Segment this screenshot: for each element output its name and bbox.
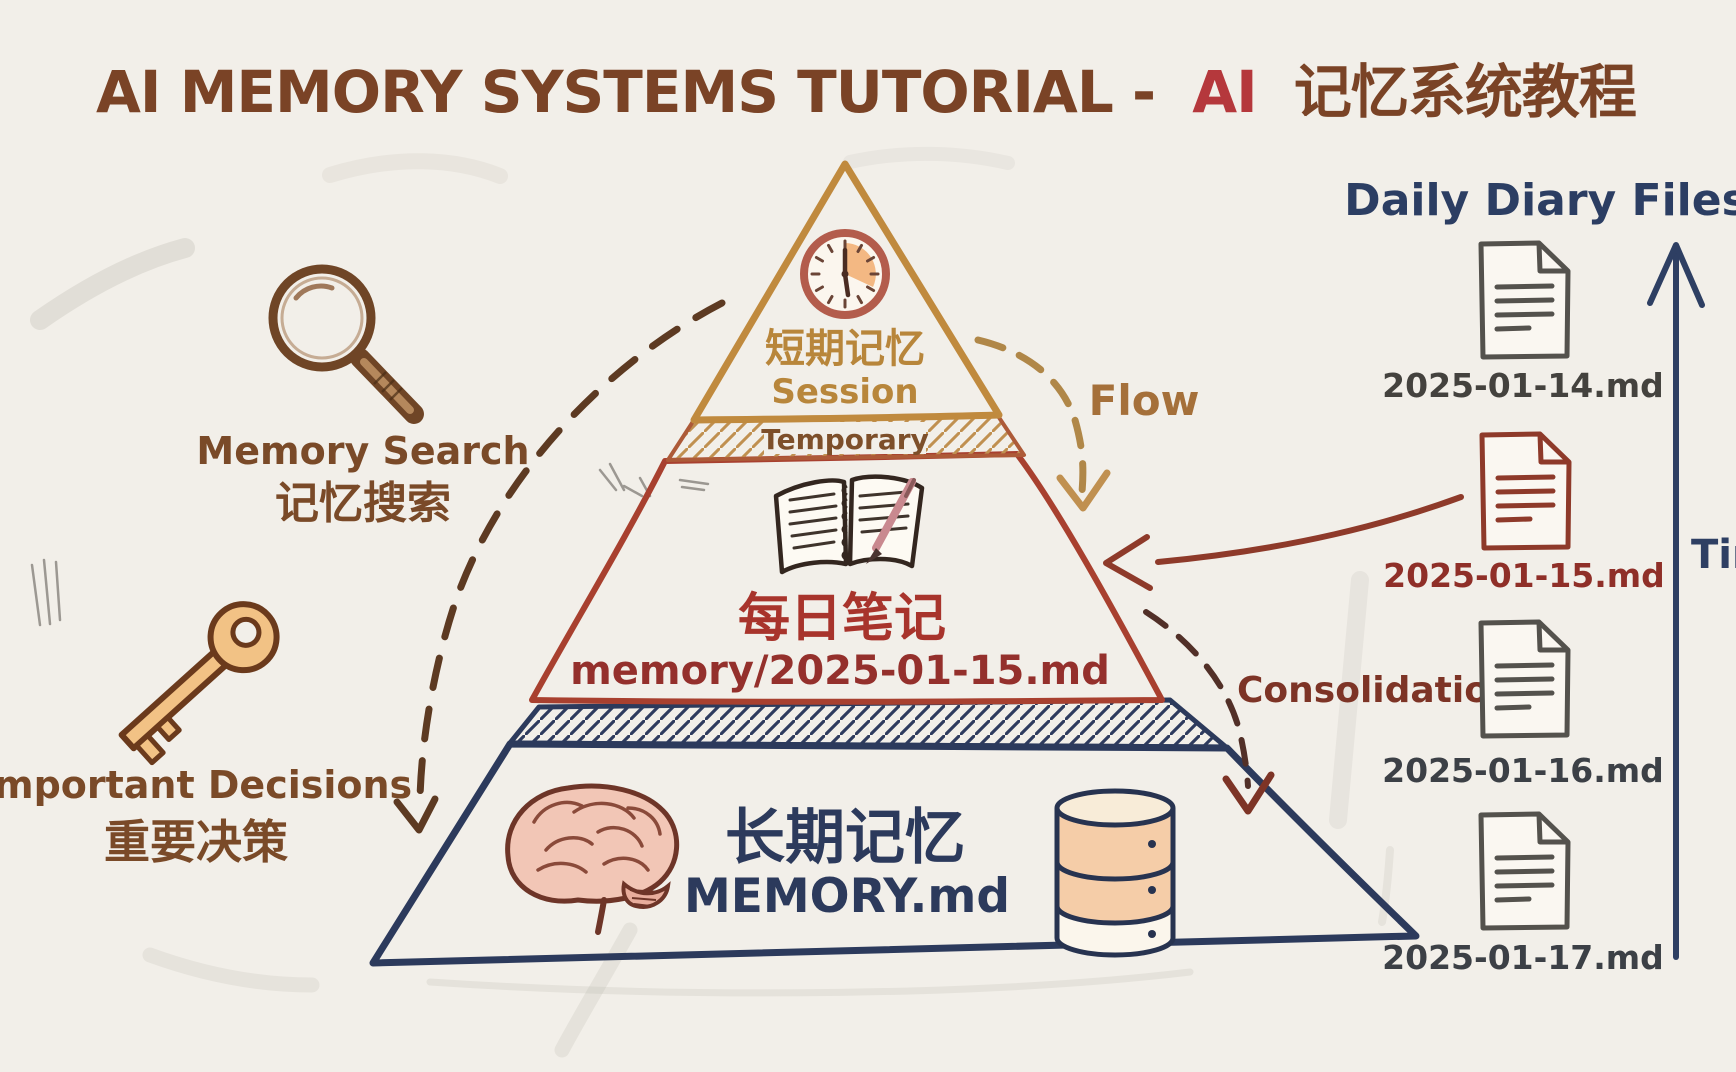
memory-search-label-zh: 记忆搜索 [275, 478, 451, 529]
diary-file-row: 2025-01-16.md [1382, 622, 1664, 790]
search-dashed-arc [416, 299, 726, 804]
important-decisions-label-zh: 重要决策 [104, 815, 288, 869]
pyramid-level-session: 短期记忆 Session [690, 160, 1003, 424]
key-icon [118, 601, 280, 766]
diary-file-row-highlighted: 2025-01-15.md [1383, 434, 1665, 595]
temporary-label: Temporary [761, 423, 929, 456]
session-title-zh: 短期记忆 [765, 326, 925, 372]
consolidation-label: Consolidation [1237, 670, 1515, 711]
pyramid-level-daily: Temporary 每日笔记 memory/2025-01-15.md [529, 414, 1165, 705]
file-label: 2025-01-17.md [1382, 938, 1664, 977]
temporary-label-halo [764, 422, 926, 454]
longterm-file-name: MEMORY.md [684, 869, 1010, 924]
session-subtitle: Session [771, 372, 918, 412]
flow-label: Flow [1089, 376, 1200, 425]
database-icon [1054, 788, 1176, 958]
consolidation-arrowhead [1222, 771, 1275, 815]
page-title: AI MEMORY SYSTEMS TUTORIAL - AI 记忆系统教程 [96, 58, 1636, 126]
page-title-ai-red: AI [1192, 58, 1256, 126]
file-to-pyramid-arrowhead [1103, 534, 1153, 591]
memory-search-label-en: Memory Search [196, 429, 529, 473]
file-label: 2025-01-14.md [1382, 366, 1664, 405]
daily-file-path: memory/2025-01-15.md [570, 648, 1110, 694]
clock-icon [800, 229, 890, 319]
flow-dashed-arc [974, 336, 1087, 496]
diary-panel: Daily Diary Files 2025-01-14.md 2025-01-… [1344, 175, 1736, 977]
page-title-en: AI MEMORY SYSTEMS TUTORIAL - [96, 58, 1155, 126]
flow-arrows [393, 299, 1464, 834]
clock-ticks [810, 239, 880, 309]
file-icon [1481, 622, 1568, 736]
diary-panel-heading: Daily Diary Files [1344, 175, 1736, 226]
important-decisions-label-en: Important Decisions [0, 763, 412, 807]
search-arrowhead [393, 795, 439, 834]
page-title-zh: 记忆系统教程 [1294, 58, 1636, 126]
pyramid-level-longterm: 长期记忆 MEMORY.md [369, 697, 1420, 967]
consolidation-dashed-arc [1143, 609, 1251, 789]
longterm-title-zh: 长期记忆 [725, 803, 965, 873]
file-icon [1481, 814, 1568, 928]
longterm-band-hatch [507, 697, 1229, 750]
magnifier-icon [268, 264, 424, 424]
file-label: 2025-01-15.md [1383, 556, 1665, 595]
brain-icon [505, 783, 680, 935]
important-decisions-annotation: Important Decisions 重要决策 [0, 601, 412, 869]
file-icon-highlighted [1482, 434, 1569, 548]
flow-arrowhead [1056, 469, 1111, 512]
memory-search-annotation: Memory Search 记忆搜索 [196, 264, 530, 529]
file-label: 2025-01-16.md [1382, 751, 1664, 790]
diary-file-row: 2025-01-14.md [1382, 243, 1664, 405]
paper-smudges [30, 146, 1394, 1058]
pyramid: 长期记忆 MEMORY.md Temporary 每日笔记 memory/202… [369, 160, 1420, 967]
file-icon [1481, 243, 1568, 357]
diary-file-row: 2025-01-17.md [1382, 814, 1664, 977]
daily-title-zh: 每日笔记 [738, 589, 946, 649]
pencil-scribbles [30, 462, 710, 627]
time-axis-arrow [1647, 242, 1705, 960]
time-axis-label: Time [1691, 532, 1736, 578]
session-triangle [690, 160, 1003, 424]
file-to-pyramid-arrow [1155, 494, 1464, 565]
notebook-pen-icon [773, 474, 925, 575]
